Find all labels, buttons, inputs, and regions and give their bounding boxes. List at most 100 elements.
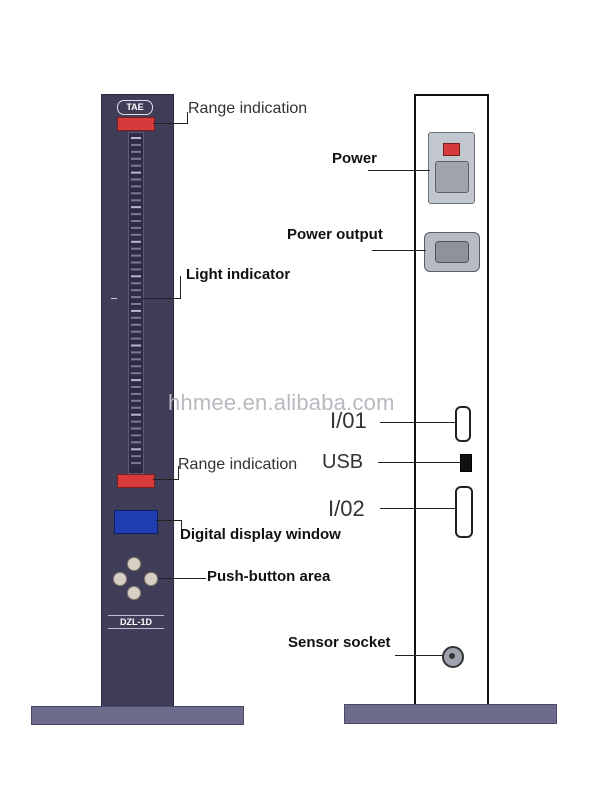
led-segment: [131, 303, 141, 305]
led-segment: [131, 462, 141, 465]
callout-line-io2: [380, 508, 456, 509]
led-segment: [131, 157, 141, 160]
led-segment: [131, 399, 141, 402]
power-switch-red[interactable]: [443, 143, 460, 156]
led-ticks: [131, 137, 141, 465]
led-segment: [131, 420, 141, 423]
led-segment: [131, 434, 141, 437]
led-segment: [131, 392, 141, 395]
led-segment: [131, 220, 141, 222]
push-button-right[interactable]: [144, 572, 158, 586]
callout-vline-range-bottom: [178, 466, 179, 480]
led-segment: [131, 247, 141, 250]
led-segment: [131, 351, 141, 354]
brand-logo: TAE: [117, 100, 153, 115]
sensor-socket-center: [449, 653, 455, 659]
callout-line-usb: [378, 462, 460, 463]
push-button-down[interactable]: [127, 586, 141, 600]
front-base: [31, 706, 244, 725]
power-output-inner: [435, 241, 469, 263]
led-segment: [131, 316, 141, 319]
callout-vline-display: [181, 520, 182, 534]
led-segment: [131, 427, 141, 430]
led-segment: [131, 309, 141, 312]
led-segment: [131, 226, 141, 229]
callout-line-range-top: [153, 123, 187, 124]
label-io2: I/02: [328, 496, 365, 521]
usb-connector: [460, 454, 472, 472]
led-segment: [131, 406, 141, 409]
led-segment: [131, 143, 141, 146]
callout-vline-light: [180, 276, 181, 299]
led-segment: [131, 296, 141, 299]
label-sensor-socket: Sensor socket: [288, 634, 391, 651]
led-segment: [131, 254, 141, 257]
callout-line-buttons: [158, 578, 206, 579]
digital-display-window: [114, 510, 158, 534]
led-segment: [131, 171, 141, 174]
led-segment: [131, 330, 141, 333]
led-segment: [131, 282, 141, 285]
led-segment: [131, 413, 141, 416]
led-segment: [131, 448, 141, 451]
light-indicator-column: [128, 132, 144, 474]
label-range-indication-top: Range indication: [188, 100, 308, 117]
power-output-socket: [424, 232, 480, 272]
back-base: [344, 704, 557, 724]
led-segment: [131, 386, 141, 388]
led-segment: [131, 206, 141, 209]
led-segment: [131, 240, 141, 243]
push-button-left[interactable]: [113, 572, 127, 586]
led-segment: [131, 289, 141, 292]
io2-connector: [455, 486, 473, 538]
brand-logo-text: TAE: [126, 102, 144, 112]
callout-vline-range-top: [187, 112, 188, 124]
led-segment: [131, 192, 141, 195]
led-segment: [131, 358, 141, 361]
label-io1: I/01: [330, 408, 367, 433]
led-segment: [131, 379, 141, 382]
sensor-socket: [442, 646, 464, 668]
led-segment: [131, 344, 141, 347]
led-segment: [131, 365, 141, 368]
callout-line-light: [142, 298, 180, 299]
label-power-output: Power output: [287, 226, 383, 243]
label-power: Power: [332, 150, 378, 167]
power-inlet: [435, 161, 469, 193]
led-segment: [131, 337, 141, 340]
model-label-text: DZL-1D: [120, 617, 152, 627]
led-segment: [131, 268, 141, 271]
led-segment: [131, 164, 141, 167]
led-segment: [131, 323, 141, 326]
led-segment: [131, 213, 141, 216]
label-digital-display-window: Digital display window: [180, 526, 341, 543]
model-label: DZL-1D: [108, 615, 164, 629]
led-segment: [131, 178, 141, 181]
range-lamp-top: [117, 117, 155, 131]
callout-line-io1: [380, 422, 456, 423]
range-lamp-bottom: [117, 474, 155, 488]
led-segment: [131, 150, 141, 153]
callout-line-range-bottom: [153, 479, 178, 480]
power-module: [428, 132, 475, 204]
callout-line-power-output: [372, 250, 426, 251]
label-range-indication-bottom: Range indication: [178, 456, 298, 473]
led-segment: [131, 199, 141, 202]
led-segment: [131, 137, 141, 139]
led-segment: [131, 233, 141, 236]
callout-line-power: [368, 170, 430, 171]
side-marker-left: [111, 298, 117, 299]
label-usb: USB: [322, 451, 364, 473]
callout-line-sensor: [395, 655, 443, 656]
led-segment: [131, 275, 141, 278]
callout-line-display: [156, 520, 181, 521]
watermark: hhmee.en.alibaba.com: [168, 390, 395, 415]
led-segment: [131, 261, 141, 264]
led-segment: [131, 441, 141, 444]
led-segment: [131, 372, 141, 375]
led-segment: [131, 185, 141, 188]
led-segment: [131, 455, 141, 458]
push-button-up[interactable]: [127, 557, 141, 571]
io1-connector: [455, 406, 471, 442]
label-push-button-area: Push-button area: [207, 568, 331, 585]
